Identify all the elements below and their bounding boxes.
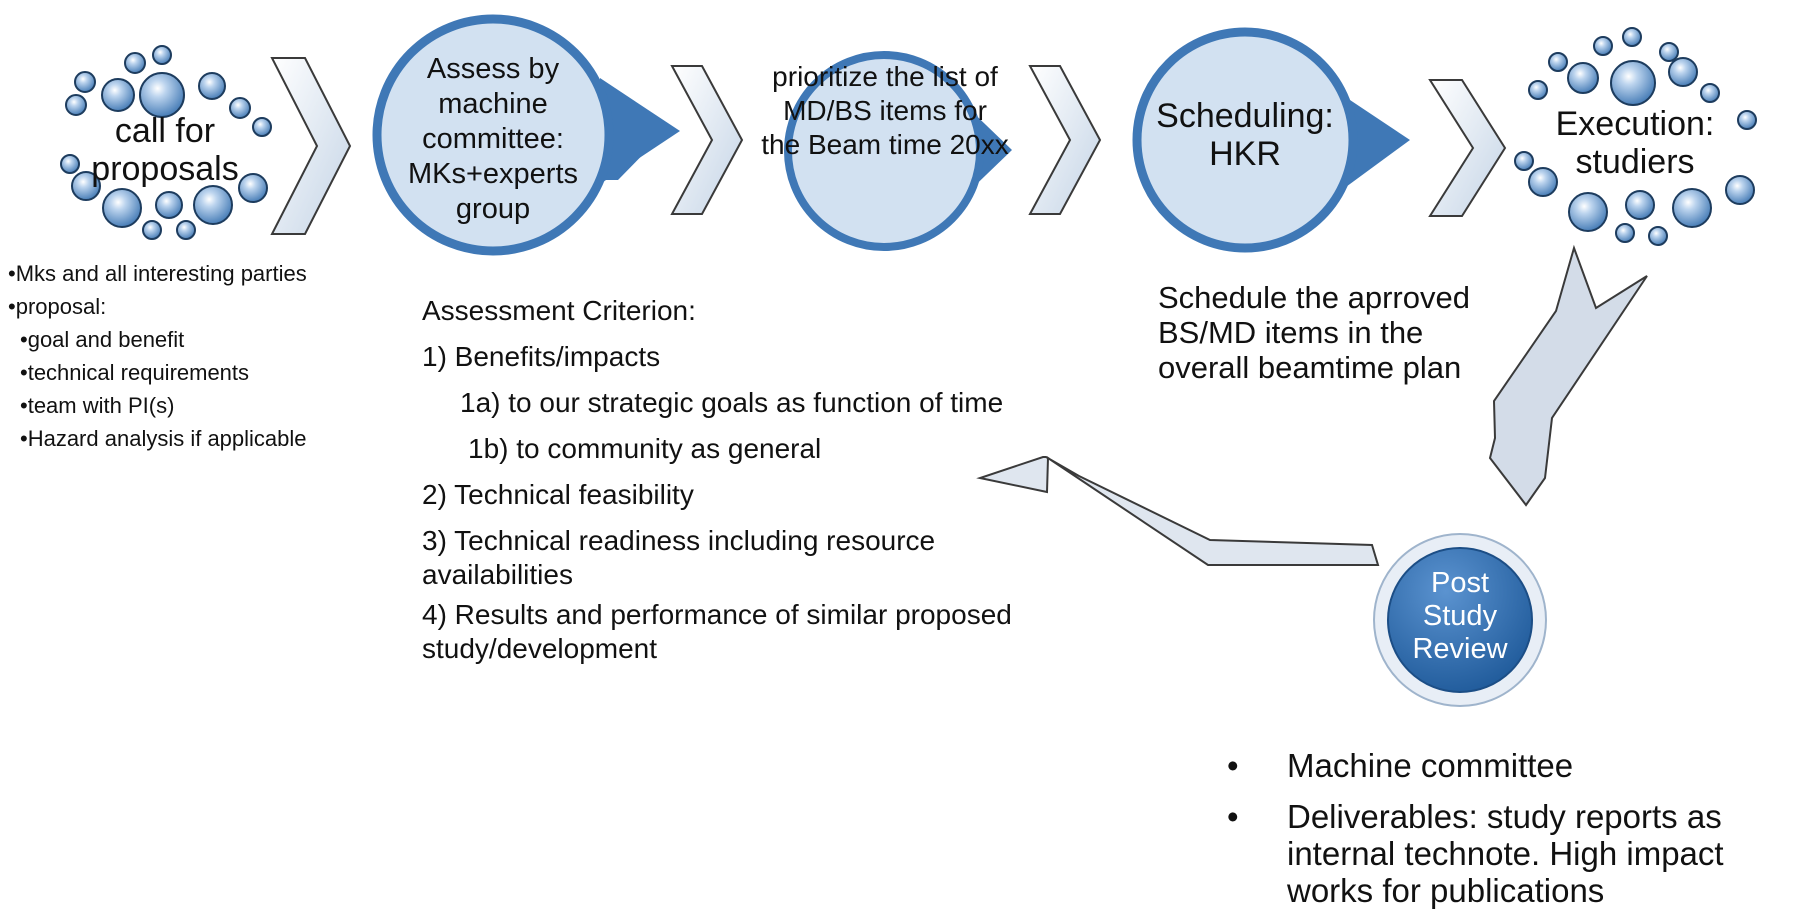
proposal-note: •proposal: <box>8 294 107 319</box>
stage-assess: Assess by machine committee: MKs+experts… <box>407 53 579 225</box>
chevron-arrow-3 <box>1028 65 1102 215</box>
proposal-notes: •Mks and all interesting parties •propos… <box>8 257 388 455</box>
stage-post-study-review: Post Study Review <box>1412 567 1508 665</box>
review-note: • Machine committee <box>1227 747 1797 784</box>
review-note: • Deliverables: study reports as interna… <box>1227 798 1797 909</box>
criteria-item: 1) Benefits/impacts <box>422 341 661 372</box>
chevron-arrow-2 <box>670 65 744 215</box>
proposal-note: •team with PI(s) <box>20 393 175 418</box>
bullet: • <box>1227 798 1239 835</box>
proposal-note: •Hazard analysis if applicable <box>20 426 307 451</box>
assessment-criteria: Assessment Criterion: 1) Benefits/impact… <box>422 288 1122 666</box>
stage-call-for-proposals: call for proposals <box>91 112 239 188</box>
stage-execution: Execution: studiers <box>1555 105 1715 181</box>
chevron-arrow-4 <box>1428 79 1507 217</box>
criteria-item: 2) Technical feasibility <box>422 479 694 510</box>
stage-scheduling: Scheduling: HKR <box>1156 97 1334 173</box>
criteria-item: 1b) to community as general <box>468 433 822 464</box>
review-note-text: Deliverables: study reports as internal … <box>1287 798 1724 909</box>
arrow-execution-to-review <box>1488 244 1648 507</box>
execution-bubble-cluster <box>1514 27 1757 246</box>
schedule-note: Schedule the aprroved BS/MD items in the… <box>1158 280 1470 385</box>
review-notes: • Machine committee • Deliverables: stud… <box>1227 747 1797 923</box>
criteria-item: 1a) to our strategic goals as function o… <box>460 387 1004 418</box>
call-bubble-cluster <box>60 45 272 240</box>
proposal-note: •goal and benefit <box>20 327 185 352</box>
criteria-item: 3) Technical readiness including resourc… <box>422 525 936 590</box>
assess-circle <box>372 14 680 256</box>
criteria-heading: Assessment Criterion: <box>422 295 696 326</box>
criteria-item: 4) Results and performance of similar pr… <box>422 599 1012 664</box>
review-note-text: Machine committee <box>1287 747 1574 784</box>
prioritize-circle <box>784 51 1012 251</box>
review-circle <box>1373 533 1547 707</box>
scheduling-circle <box>1132 27 1410 253</box>
chevron-arrow-1 <box>270 57 352 235</box>
stage-prioritize: prioritize the list of MD/BS items for t… <box>761 61 1009 160</box>
bullet: • <box>1227 747 1239 784</box>
arrow-review-to-assessment <box>976 456 1380 566</box>
proposal-note: •technical requirements <box>20 360 250 385</box>
proposal-note: •Mks and all interesting parties <box>8 261 307 286</box>
